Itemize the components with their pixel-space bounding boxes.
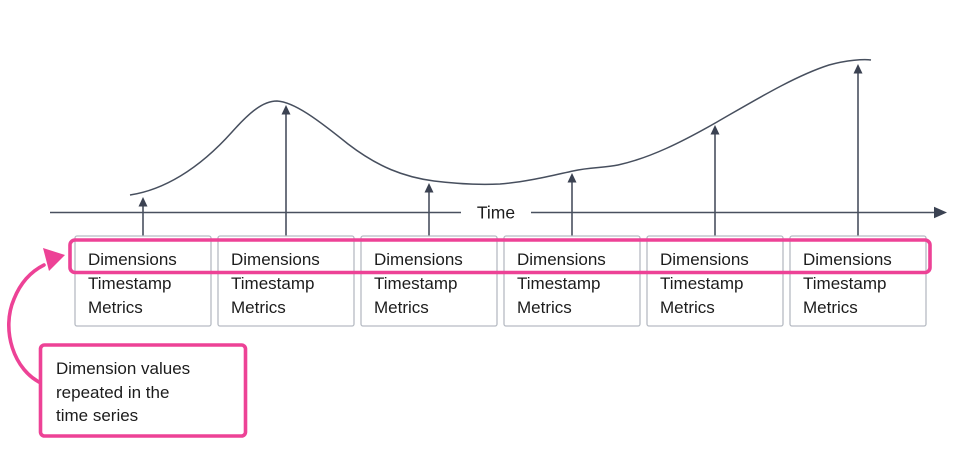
record-box-rect (74, 235, 212, 327)
record-field-dimensions: Dimensions (88, 250, 177, 269)
up-arrow-icon (138, 197, 148, 236)
curved-arrow-head (43, 248, 65, 271)
data-point-arrows (138, 64, 863, 236)
record-box: Dimensions Timestamp Metrics (360, 235, 498, 327)
record-field-timestamp: Timestamp (374, 274, 457, 293)
record-box-rect (789, 235, 927, 327)
record-field-metrics: Metrics (88, 298, 143, 317)
record-field-timestamp: Timestamp (231, 274, 314, 293)
record-field-metrics: Metrics (803, 298, 858, 317)
record-box: Dimensions Timestamp Metrics (646, 235, 784, 327)
record-box: Dimensions Timestamp Metrics (503, 235, 641, 327)
record-box-rect (217, 235, 355, 327)
up-arrow-icon (424, 183, 434, 236)
record-box-rect (646, 235, 784, 327)
record-box-rect (503, 235, 641, 327)
annotation-text-line: Dimension values (56, 359, 190, 378)
record-field-dimensions: Dimensions (660, 250, 749, 269)
record-field-timestamp: Timestamp (803, 274, 886, 293)
record-box: Dimensions Timestamp Metrics (74, 235, 212, 327)
dimensions-row-highlight (68, 238, 932, 275)
record-field-timestamp: Timestamp (660, 274, 743, 293)
up-arrow-icon (567, 173, 577, 236)
record-field-metrics: Metrics (660, 298, 715, 317)
record-field-timestamp: Timestamp (517, 274, 600, 293)
record-box-rect (360, 235, 498, 327)
record-field-dimensions: Dimensions (517, 250, 606, 269)
record-field-metrics: Metrics (374, 298, 429, 317)
record-field-dimensions: Dimensions (231, 250, 320, 269)
record-box: Dimensions Timestamp Metrics (789, 235, 927, 327)
record-field-metrics: Metrics (231, 298, 286, 317)
record-field-metrics: Metrics (517, 298, 572, 317)
record-box: Dimensions Timestamp Metrics (217, 235, 355, 327)
annotation-text-line: repeated in the (56, 383, 169, 402)
time-series-curve (129, 58, 872, 196)
record-field-dimensions: Dimensions (374, 250, 463, 269)
up-arrow-icon (281, 105, 291, 236)
curved-arrow-icon (7, 263, 46, 386)
time-axis-label: Time (477, 203, 515, 223)
up-arrow-icon (853, 64, 863, 236)
right-arrow-icon (934, 206, 947, 219)
record-field-dimensions: Dimensions (803, 250, 892, 269)
annotation-callout-box (38, 343, 248, 438)
annotation-callout: Dimension values repeated in the time se… (38, 343, 248, 438)
annotation-text-line: time series (56, 406, 138, 425)
record-field-timestamp: Timestamp (88, 274, 171, 293)
up-arrow-icon (710, 125, 720, 236)
